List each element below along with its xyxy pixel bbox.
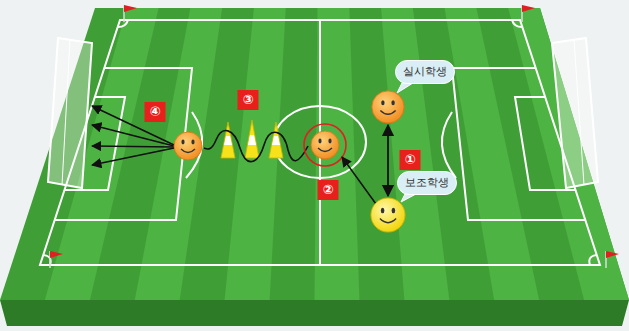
highlight-circle: [304, 124, 346, 166]
face-eye: [381, 100, 384, 105]
pitch-edge: [0, 300, 629, 326]
face-disc: [371, 198, 405, 232]
player-node: 보조학생: [370, 197, 406, 233]
callout-number: ④: [144, 102, 165, 122]
pitch-lines: [40, 20, 600, 265]
face-smile: [380, 219, 396, 223]
pitch: [0, 8, 629, 300]
face-eye: [391, 100, 394, 105]
callout-number: ①: [399, 150, 420, 170]
smiley-left: [174, 132, 202, 160]
callout-number: ②: [317, 180, 338, 200]
dribble-path: [204, 131, 308, 162]
callout-number: ③: [237, 90, 258, 110]
smiley-face: [370, 197, 406, 233]
speech-bubble: 실시학생: [395, 60, 455, 84]
face-smile: [380, 110, 395, 114]
face-disc: [372, 91, 404, 123]
left-goal: [48, 38, 92, 188]
face-eye: [381, 208, 385, 213]
exchange-arrow: [387, 125, 389, 196]
pitch-stripes: [45, 8, 629, 300]
pass-arrow: [342, 157, 376, 204]
cones: [221, 120, 283, 158]
smiley-center: [311, 131, 339, 159]
face-eye: [392, 208, 396, 213]
player-node: 실시학생: [371, 90, 405, 124]
smiley-face: [371, 90, 405, 124]
speech-bubble: 보조학생: [397, 171, 457, 195]
right-goal: [552, 38, 598, 188]
corner-flags: [50, 5, 619, 268]
